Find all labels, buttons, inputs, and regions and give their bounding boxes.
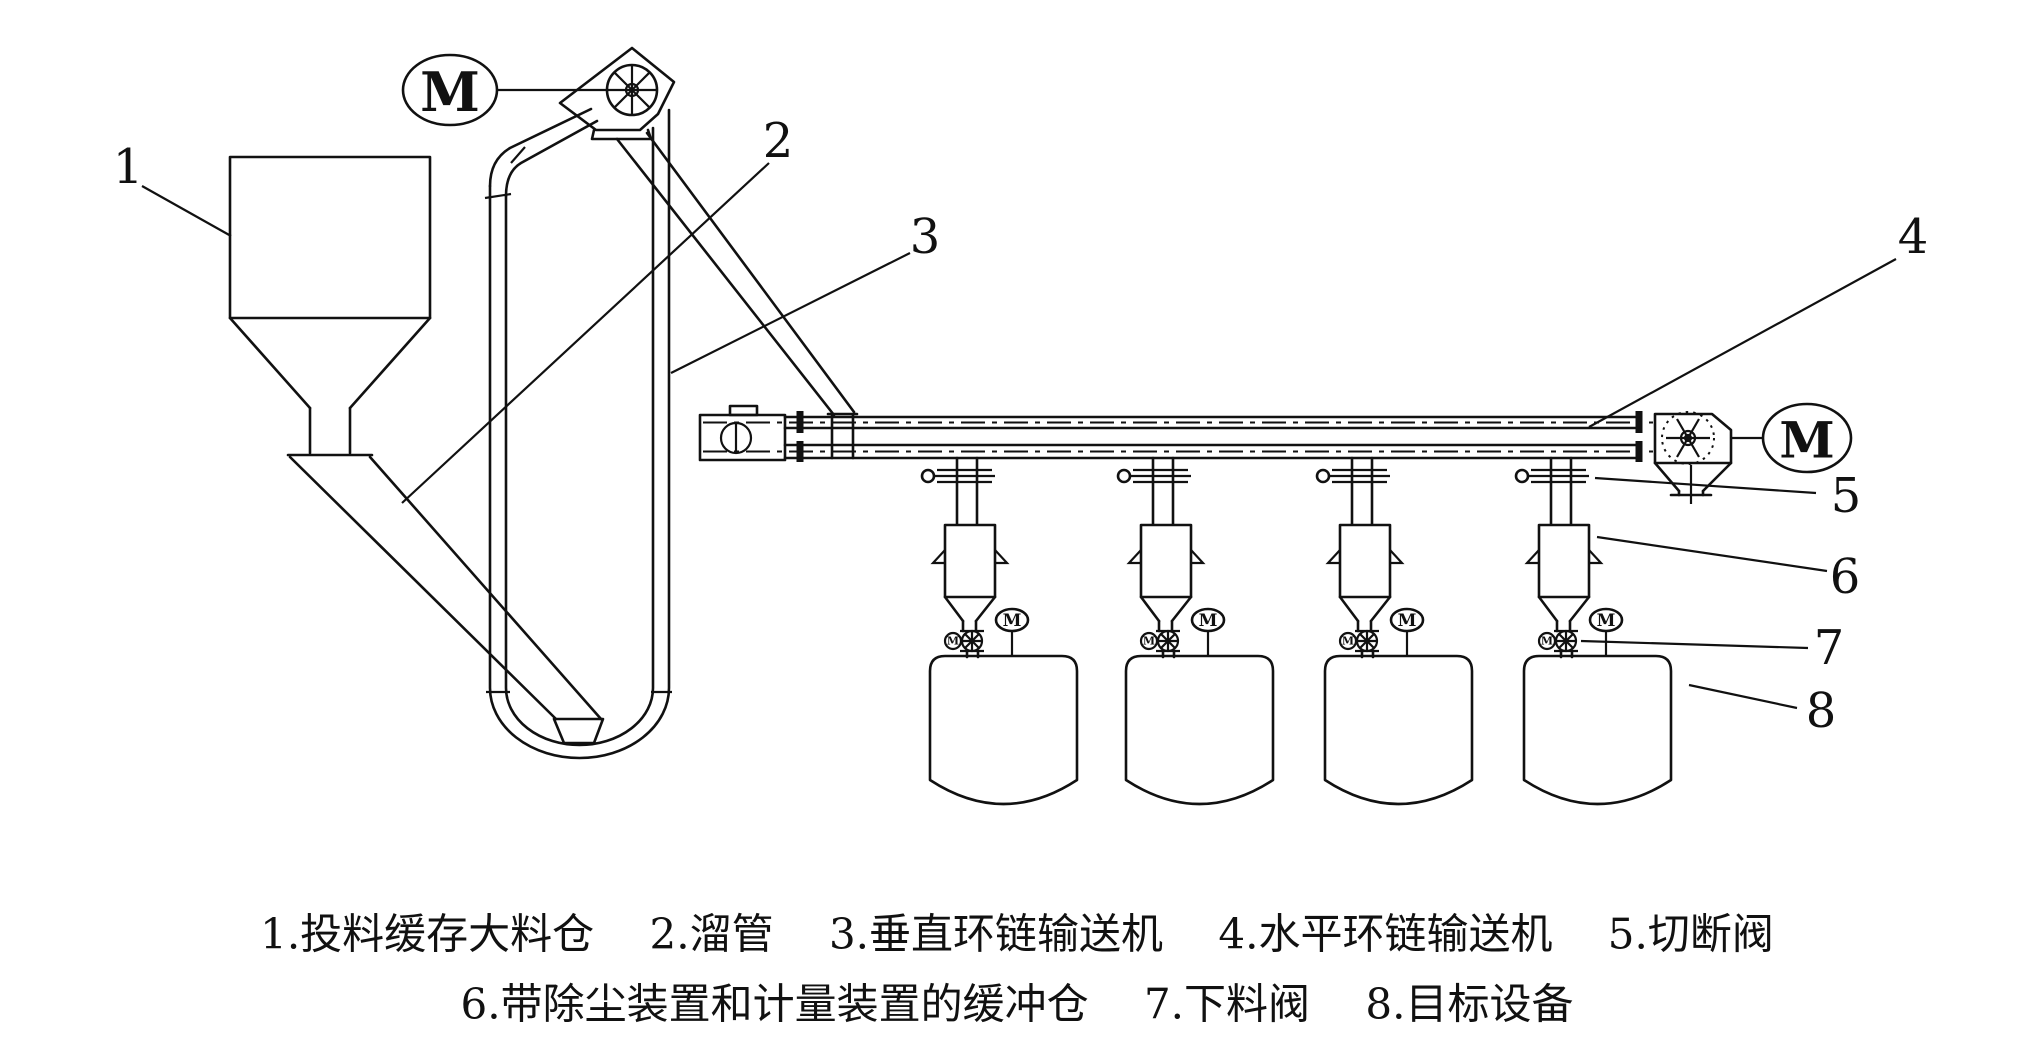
conveyor-head-box — [1653, 412, 1733, 465]
head-funnel — [1653, 461, 1681, 493]
feed-hopper — [228, 155, 432, 457]
head-discharge-chute — [615, 137, 836, 417]
annotation-2: 2 — [763, 113, 794, 169]
elevator-motor-label: M — [420, 60, 480, 124]
vertical-elevator — [484, 46, 856, 760]
elevator-drive: M — [401, 53, 659, 127]
annotation-5: 5 — [1831, 468, 1862, 524]
leader-7 — [1580, 639, 1809, 650]
caption: 1.投料缓存大料仓 2.溜管 3.垂直环链输送机 4.水平环链输送机 5.切断阀… — [260, 910, 1774, 1029]
leader-5 — [1594, 476, 1817, 495]
caption-line-2: 6.带除尘装置和计量装置的缓冲仓 7.下料阀 8.目标设备 — [461, 980, 1574, 1029]
horizontal-conveyor: M — [698, 402, 1853, 504]
chute — [288, 455, 603, 721]
tail-handle — [728, 404, 759, 417]
conveyor-motor-label: M — [1779, 411, 1834, 470]
annotation-4: 4 — [1898, 209, 1929, 265]
conveyor-motor — [1761, 402, 1853, 474]
leader-3 — [670, 252, 911, 374]
leader-8 — [1688, 683, 1798, 710]
annotation-7: 7 — [1814, 620, 1845, 676]
hopper-body — [228, 155, 432, 320]
annotation-1: 1 — [113, 139, 144, 195]
elevator-boot-funnel — [552, 717, 605, 745]
chute-pipe — [368, 455, 603, 721]
annotation-8: 8 — [1806, 683, 1837, 739]
leader-6 — [1596, 535, 1828, 573]
leader-1 — [141, 185, 232, 237]
annotations: 1 2 3 4 5 6 7 8 — [113, 113, 1929, 739]
annotation-6: 6 — [1830, 549, 1861, 605]
elevator-casing — [488, 107, 593, 188]
hopper-cone — [228, 316, 312, 410]
casing-flange — [484, 192, 512, 200]
leader-4 — [1588, 258, 1897, 428]
leader-2 — [401, 162, 770, 504]
elevator-head-housing — [558, 46, 676, 132]
caption-line-1: 1.投料缓存大料仓 2.溜管 3.垂直环链输送机 4.水平环链输送机 5.切断阀 — [260, 910, 1774, 959]
head-sprocket-chain — [1661, 411, 1715, 465]
annotation-3: 3 — [910, 209, 941, 265]
